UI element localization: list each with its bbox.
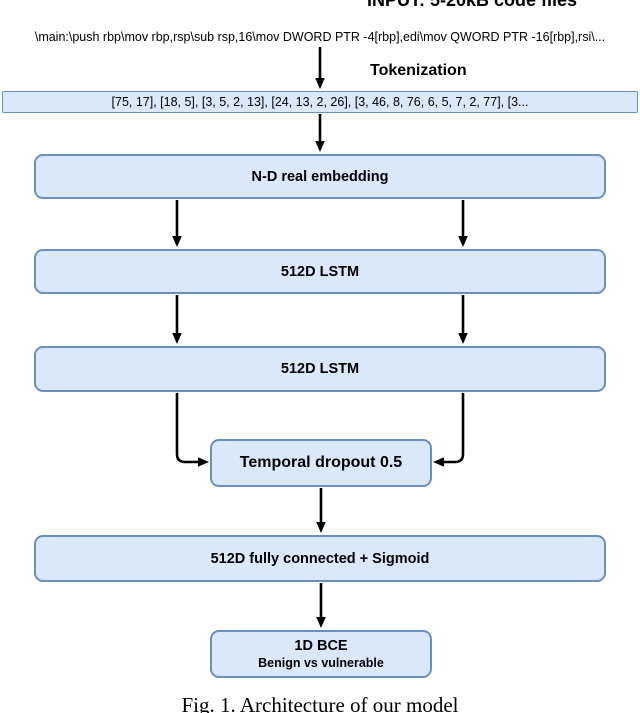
token-sequence-node: [75, 17], [18, 5], [3, 5, 2, 13], [24, 1… xyxy=(2,91,638,113)
node-lstm-1-label: 512D LSTM xyxy=(280,263,360,280)
node-lstm-2-label: 512D LSTM xyxy=(280,361,360,377)
arrow-lstm1-to-lstm2-right xyxy=(458,295,468,344)
arrow-tokens-to-embedding xyxy=(315,114,325,152)
arrow-lstm2-to-dropout-left xyxy=(175,393,209,467)
node-bce-subtitle: Benign vs vulnerable xyxy=(258,655,384,670)
token-sequence-text: [75, 17], [18, 5], [3, 5, 2, 13], [24, 1… xyxy=(111,95,529,109)
arrow-embedding-to-lstm1-right xyxy=(458,200,468,247)
node-embedding-label: N-D real embedding xyxy=(251,168,389,185)
node-fully-connected: 512D fully connected + Sigmoid xyxy=(34,535,606,582)
arrow-embedding-to-lstm1-left xyxy=(172,200,182,247)
assembly-code-line: \main:\push rbp\mov rbp,rsp\sub rsp,16\m… xyxy=(34,30,606,44)
node-temporal-dropout: Temporal dropout 0.5 xyxy=(210,439,432,487)
figure-caption: Fig. 1. Architecture of our model xyxy=(181,693,459,713)
tokenization-label: Tokenization xyxy=(370,62,467,79)
node-temporal-dropout-label: Temporal dropout 0.5 xyxy=(239,454,403,471)
arrow-lstm2-to-dropout-right xyxy=(433,393,465,467)
arrow-dropout-to-fc xyxy=(316,488,326,533)
node-lstm-1: 512D LSTM xyxy=(34,249,606,294)
input-title: INPUT: 5-20kB code files xyxy=(366,0,578,10)
arrow-lstm1-to-lstm2-left xyxy=(172,295,182,344)
arrow-fc-to-bce xyxy=(316,583,326,628)
node-fully-connected-label: 512D fully connected + Sigmoid xyxy=(210,550,430,567)
node-lstm-2: 512D LSTM xyxy=(34,346,606,392)
node-embedding: N-D real embedding xyxy=(34,154,606,199)
node-bce: 1D BCE Benign vs vulnerable xyxy=(210,630,432,678)
arrow-input-to-tokens xyxy=(315,47,325,89)
node-bce-title: 1D BCE xyxy=(294,637,348,654)
